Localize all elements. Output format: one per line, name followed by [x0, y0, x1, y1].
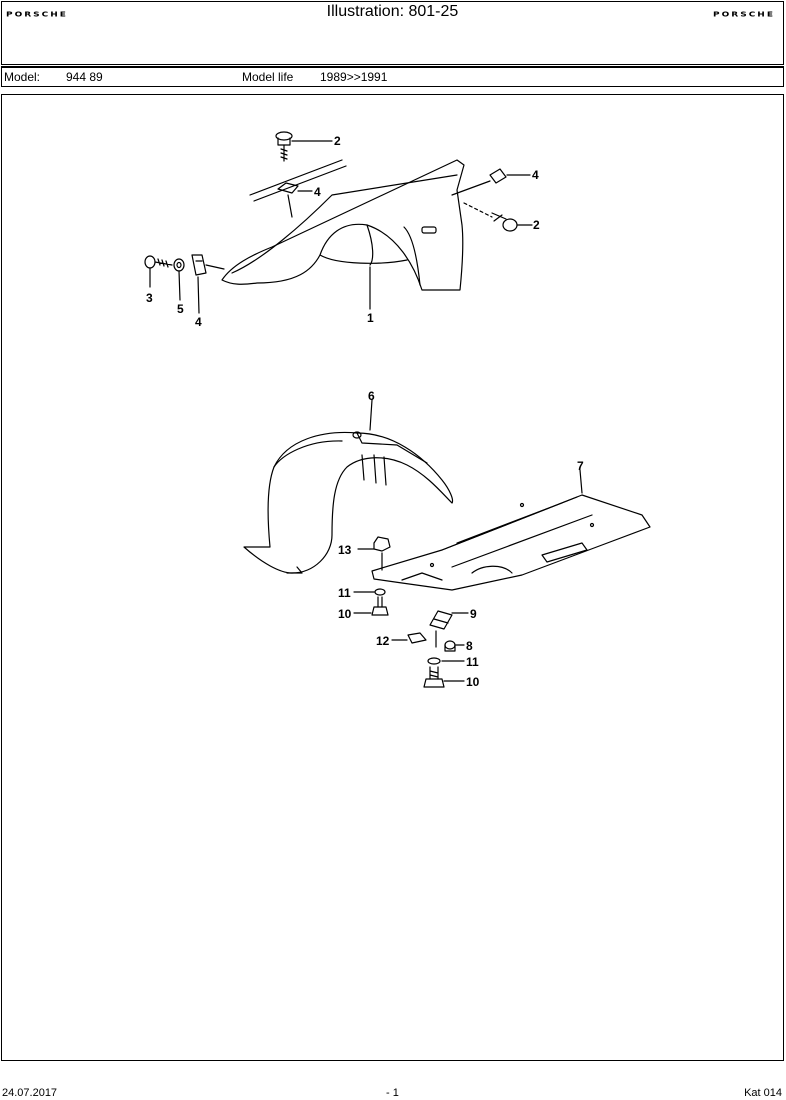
brand-logo-right: PORSCHE	[713, 11, 775, 19]
model-bar: Model: 944 89 Model life 1989>>1991	[1, 66, 784, 87]
model-life-label: Model life	[242, 70, 294, 84]
callout-10-lower: 10	[466, 675, 480, 689]
callout-1: 1	[367, 311, 374, 325]
page-title: Illustration: 801-25	[326, 3, 459, 20]
front-fender	[221, 159, 465, 291]
footer-page-number: - 1	[386, 1087, 399, 1099]
callout-4-left: 4	[195, 315, 202, 329]
underbody-panel	[371, 469, 651, 591]
callout-13: 13	[338, 543, 352, 557]
footer-date: 24.07.2017	[2, 1087, 58, 1099]
brand-logo-left: PORSCHE	[6, 11, 68, 19]
callout-6: 6	[368, 389, 375, 403]
fender-hardware	[144, 131, 533, 314]
callout-9: 9	[470, 607, 477, 621]
callout-labels: 2 4 4 2 3 5 4 1 6 7 13 11 10 9 12 8 11 1…	[146, 134, 584, 689]
callout-2-top: 2	[334, 134, 341, 148]
callout-11-lower: 11	[466, 655, 479, 669]
callout-2-right: 2	[533, 218, 540, 232]
wheel-arch-liner	[243, 399, 454, 574]
header: PORSCHE Illustration: 801-25 PORSCHE	[1, 1, 784, 65]
callout-5: 5	[177, 302, 184, 316]
model-label: Model:	[4, 70, 41, 84]
callout-12: 12	[376, 634, 390, 648]
callout-4-top: 4	[314, 185, 321, 199]
underbody-hardware	[353, 536, 469, 688]
callout-7: 7	[577, 459, 584, 473]
callout-11-upper: 11	[338, 586, 351, 600]
footer-catalog: Kat 014	[744, 1087, 782, 1099]
illustration-panel: 2 4 4 2 3 5 4 1 6 7 13 11 10 9 12 8 11 1…	[1, 94, 784, 1061]
callout-8: 8	[466, 639, 473, 653]
model-value: 944 89	[66, 70, 103, 84]
model-life-value: 1989>>1991	[320, 70, 388, 84]
callout-3: 3	[146, 291, 153, 305]
callout-4-right: 4	[532, 168, 539, 182]
parts-diagram: 2 4 4 2 3 5 4 1 6 7 13 11 10 9 12 8 11 1…	[144, 131, 651, 689]
callout-10-upper: 10	[338, 607, 352, 621]
